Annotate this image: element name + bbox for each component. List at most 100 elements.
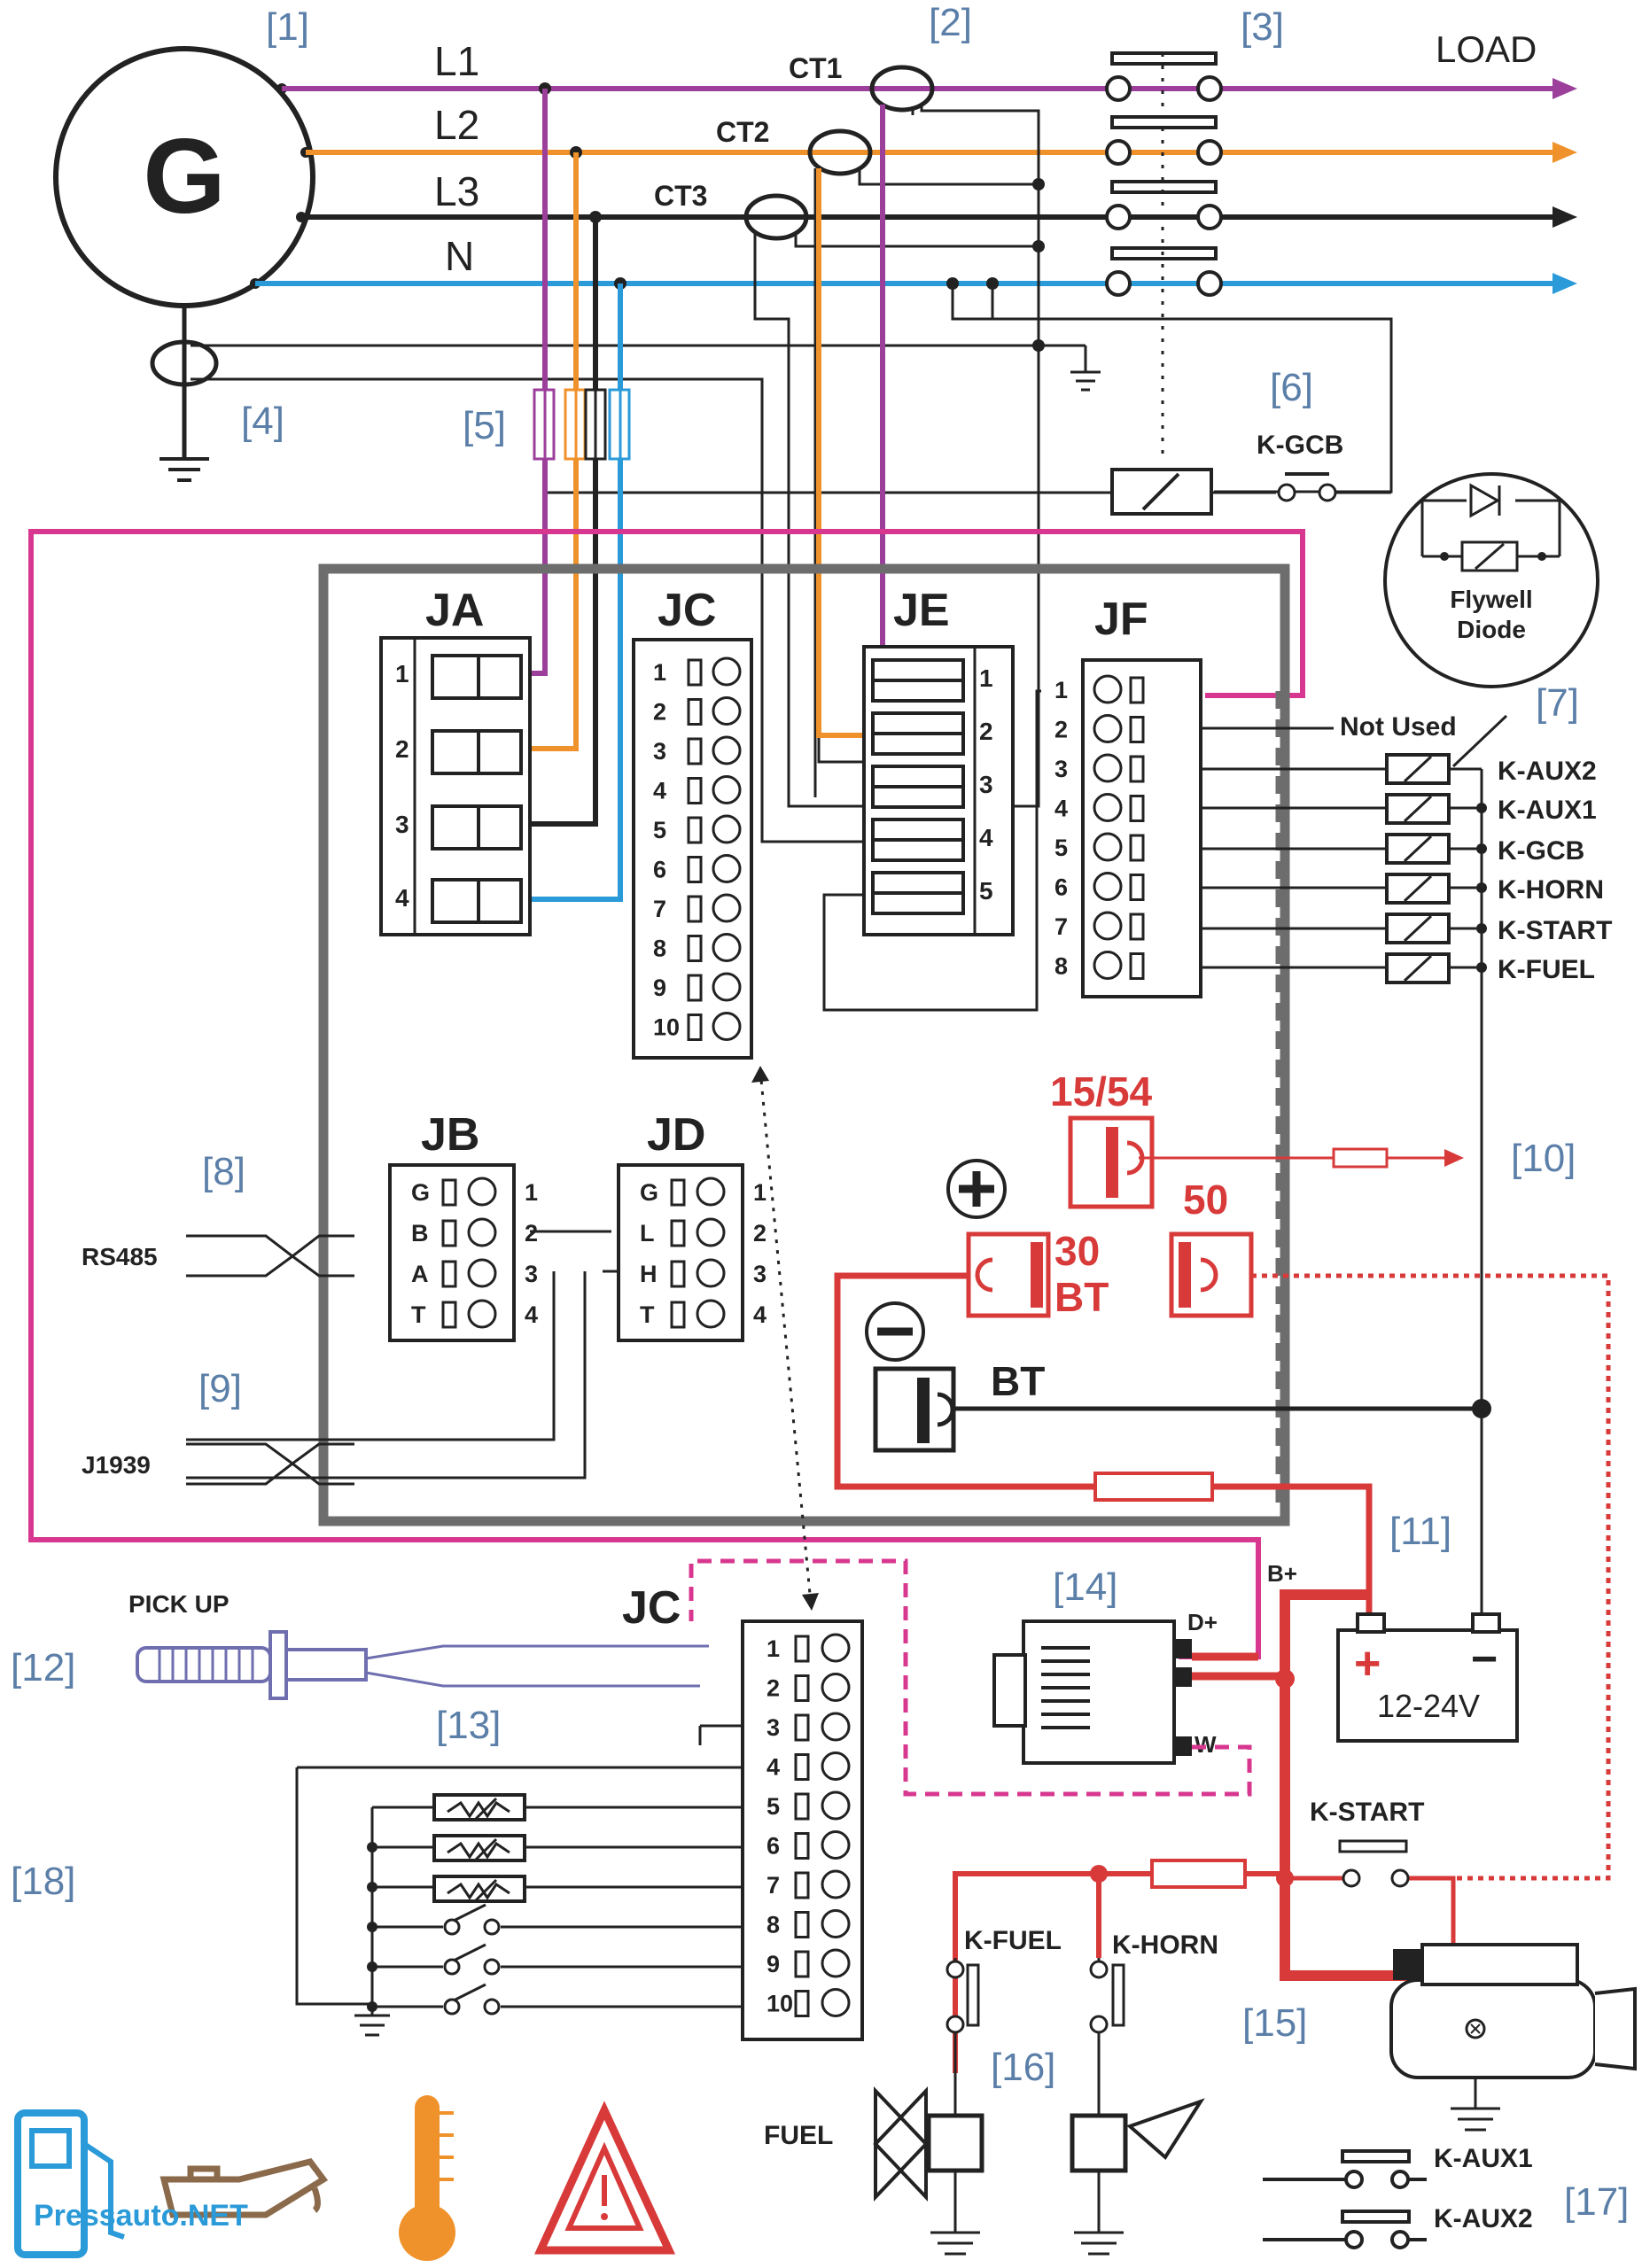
jd-num-1: 1: [753, 1179, 767, 1206]
generator-label: G: [143, 117, 225, 236]
relay-kfuel: K-FUEL: [1498, 955, 1595, 984]
jd-label: JD: [647, 1109, 705, 1161]
terminal-30-label: 30: [1054, 1228, 1100, 1274]
j1939-label: J1939: [82, 1451, 151, 1479]
diode-icon: [1469, 483, 1501, 518]
ct3-label: CT3: [654, 180, 707, 212]
je-pin-4: 4: [979, 824, 993, 851]
jb-pin-t: T: [411, 1301, 426, 1328]
fuel-solenoid: [926, 2113, 984, 2173]
ref-2: [2]: [929, 1, 972, 44]
ct1-label: CT1: [789, 52, 842, 84]
jc-pin-5: 5: [653, 817, 666, 843]
jc-pin-9: 9: [653, 975, 666, 1001]
relay-kstart: K-START: [1498, 916, 1612, 945]
ref-1: [1]: [266, 5, 309, 49]
ref-16: [16]: [991, 2046, 1055, 2089]
label-l1: L1: [434, 38, 479, 84]
aux-contacts: [1263, 2149, 1427, 2249]
flywheel-line2: Diode: [1457, 616, 1526, 643]
ref-13: [13]: [436, 1704, 501, 1747]
fuel-pump-icon: [14, 2109, 125, 2258]
ja-pin-3: 3: [395, 811, 409, 838]
fuses-5: [533, 388, 631, 461]
jc-label: JC: [658, 585, 716, 636]
temperature-icon: [399, 2095, 455, 2261]
earth-ct-icon: [150, 339, 219, 387]
khorn-label: K-HORN: [1112, 1930, 1218, 1960]
ground-icon-left: [160, 457, 209, 482]
ref-12: [12]: [11, 1646, 75, 1689]
l1-arrow-icon: [1553, 78, 1577, 99]
horn-icon: [1126, 2098, 1205, 2161]
jb-label: JB: [421, 1109, 479, 1161]
jc2-label: JC: [622, 1582, 681, 1634]
ref-4: [4]: [241, 400, 284, 443]
arrowheads: [1553, 78, 1577, 294]
current-transformers: [743, 65, 935, 241]
fuel-valve-icon: [874, 2085, 929, 2202]
ref-17: [17]: [1564, 2180, 1629, 2224]
ct1-icon: [869, 65, 935, 113]
generator: G: [53, 46, 315, 308]
aux2-label: K-AUX2: [1434, 2204, 1533, 2233]
earth-ct: [150, 306, 219, 482]
connector-je: JE 1 2 3 4 5: [862, 585, 1015, 936]
jc-dotted-link: [759, 1069, 813, 1604]
label-l3: L3: [434, 168, 479, 214]
jc-pin-10: 10: [653, 1014, 680, 1041]
start-circuit: K-START K-FUEL K-HORN: [953, 1798, 1456, 2073]
pickup-sensor: PICK UP: [128, 1590, 709, 1700]
flywheel-diode: Flywell Diode: [1383, 472, 1599, 688]
jc2-pin-6: 6: [767, 1833, 780, 1860]
ja-pin-4: 4: [395, 884, 409, 912]
jb-pin-a: A: [411, 1261, 429, 1287]
watermark: Pressauto.NET: [34, 2199, 248, 2233]
je-pin-1: 1: [979, 664, 993, 692]
jc-pin-6: 6: [653, 857, 666, 883]
jb-num-4: 4: [525, 1301, 538, 1328]
ref-8: [8]: [202, 1150, 245, 1193]
n-arrow-icon: [1553, 273, 1577, 294]
jf-label: JF: [1094, 594, 1148, 645]
bplus-label: B+: [1267, 1560, 1297, 1587]
ja-pin-1: 1: [395, 660, 409, 687]
jc-pin-8: 8: [653, 936, 666, 962]
not-used-label: Not Used: [1340, 712, 1457, 742]
relay-kaux1: K-AUX1: [1498, 796, 1597, 825]
jb-pin-g: G: [411, 1179, 430, 1206]
relay-khorn: K-HORN: [1498, 875, 1604, 905]
power-terminals: 15/54 50 30 BT BT: [865, 1068, 1611, 1881]
ct2-label: CT2: [716, 116, 769, 148]
jc2-pin-7: 7: [767, 1872, 780, 1899]
kgcb-top-label: K-GCB: [1257, 431, 1343, 460]
label-load: LOAD: [1436, 28, 1537, 70]
jc-pin-7: 7: [653, 896, 666, 922]
kgcb-coil: K-GCB: [542, 431, 1391, 516]
jc2-pin-2: 2: [767, 1675, 780, 1702]
jf-pin-1: 1: [1054, 677, 1068, 703]
reference-labels: [1] [2] [3] [4] [5] [6] [7] [8] [9] [10]…: [11, 1, 1629, 2224]
ref-14: [14]: [1053, 1565, 1117, 1609]
alternator: D+ W: [992, 1609, 1218, 1765]
aux1-label: K-AUX1: [1434, 2144, 1533, 2173]
switch-sensors: [443, 1903, 501, 2016]
jb-num-2: 2: [525, 1220, 538, 1247]
fuel-horn-contacts: [946, 1958, 1125, 2034]
jf-pin-8: 8: [1054, 953, 1068, 980]
ja-label: JA: [425, 585, 484, 636]
jc-pin-1: 1: [653, 659, 666, 686]
jf-pin-5: 5: [1054, 835, 1068, 861]
jb-num-1: 1: [525, 1179, 538, 1206]
battery: + − 12-24V: [1336, 1612, 1519, 1743]
ref-18: [18]: [11, 1860, 75, 1903]
terminal-50-label: 50: [1183, 1177, 1228, 1223]
bt-positive-wire: [834, 1272, 1373, 1621]
jd-num-2: 2: [753, 1220, 767, 1247]
label-n: N: [445, 233, 474, 279]
relay-kaux2: K-AUX2: [1498, 757, 1597, 786]
